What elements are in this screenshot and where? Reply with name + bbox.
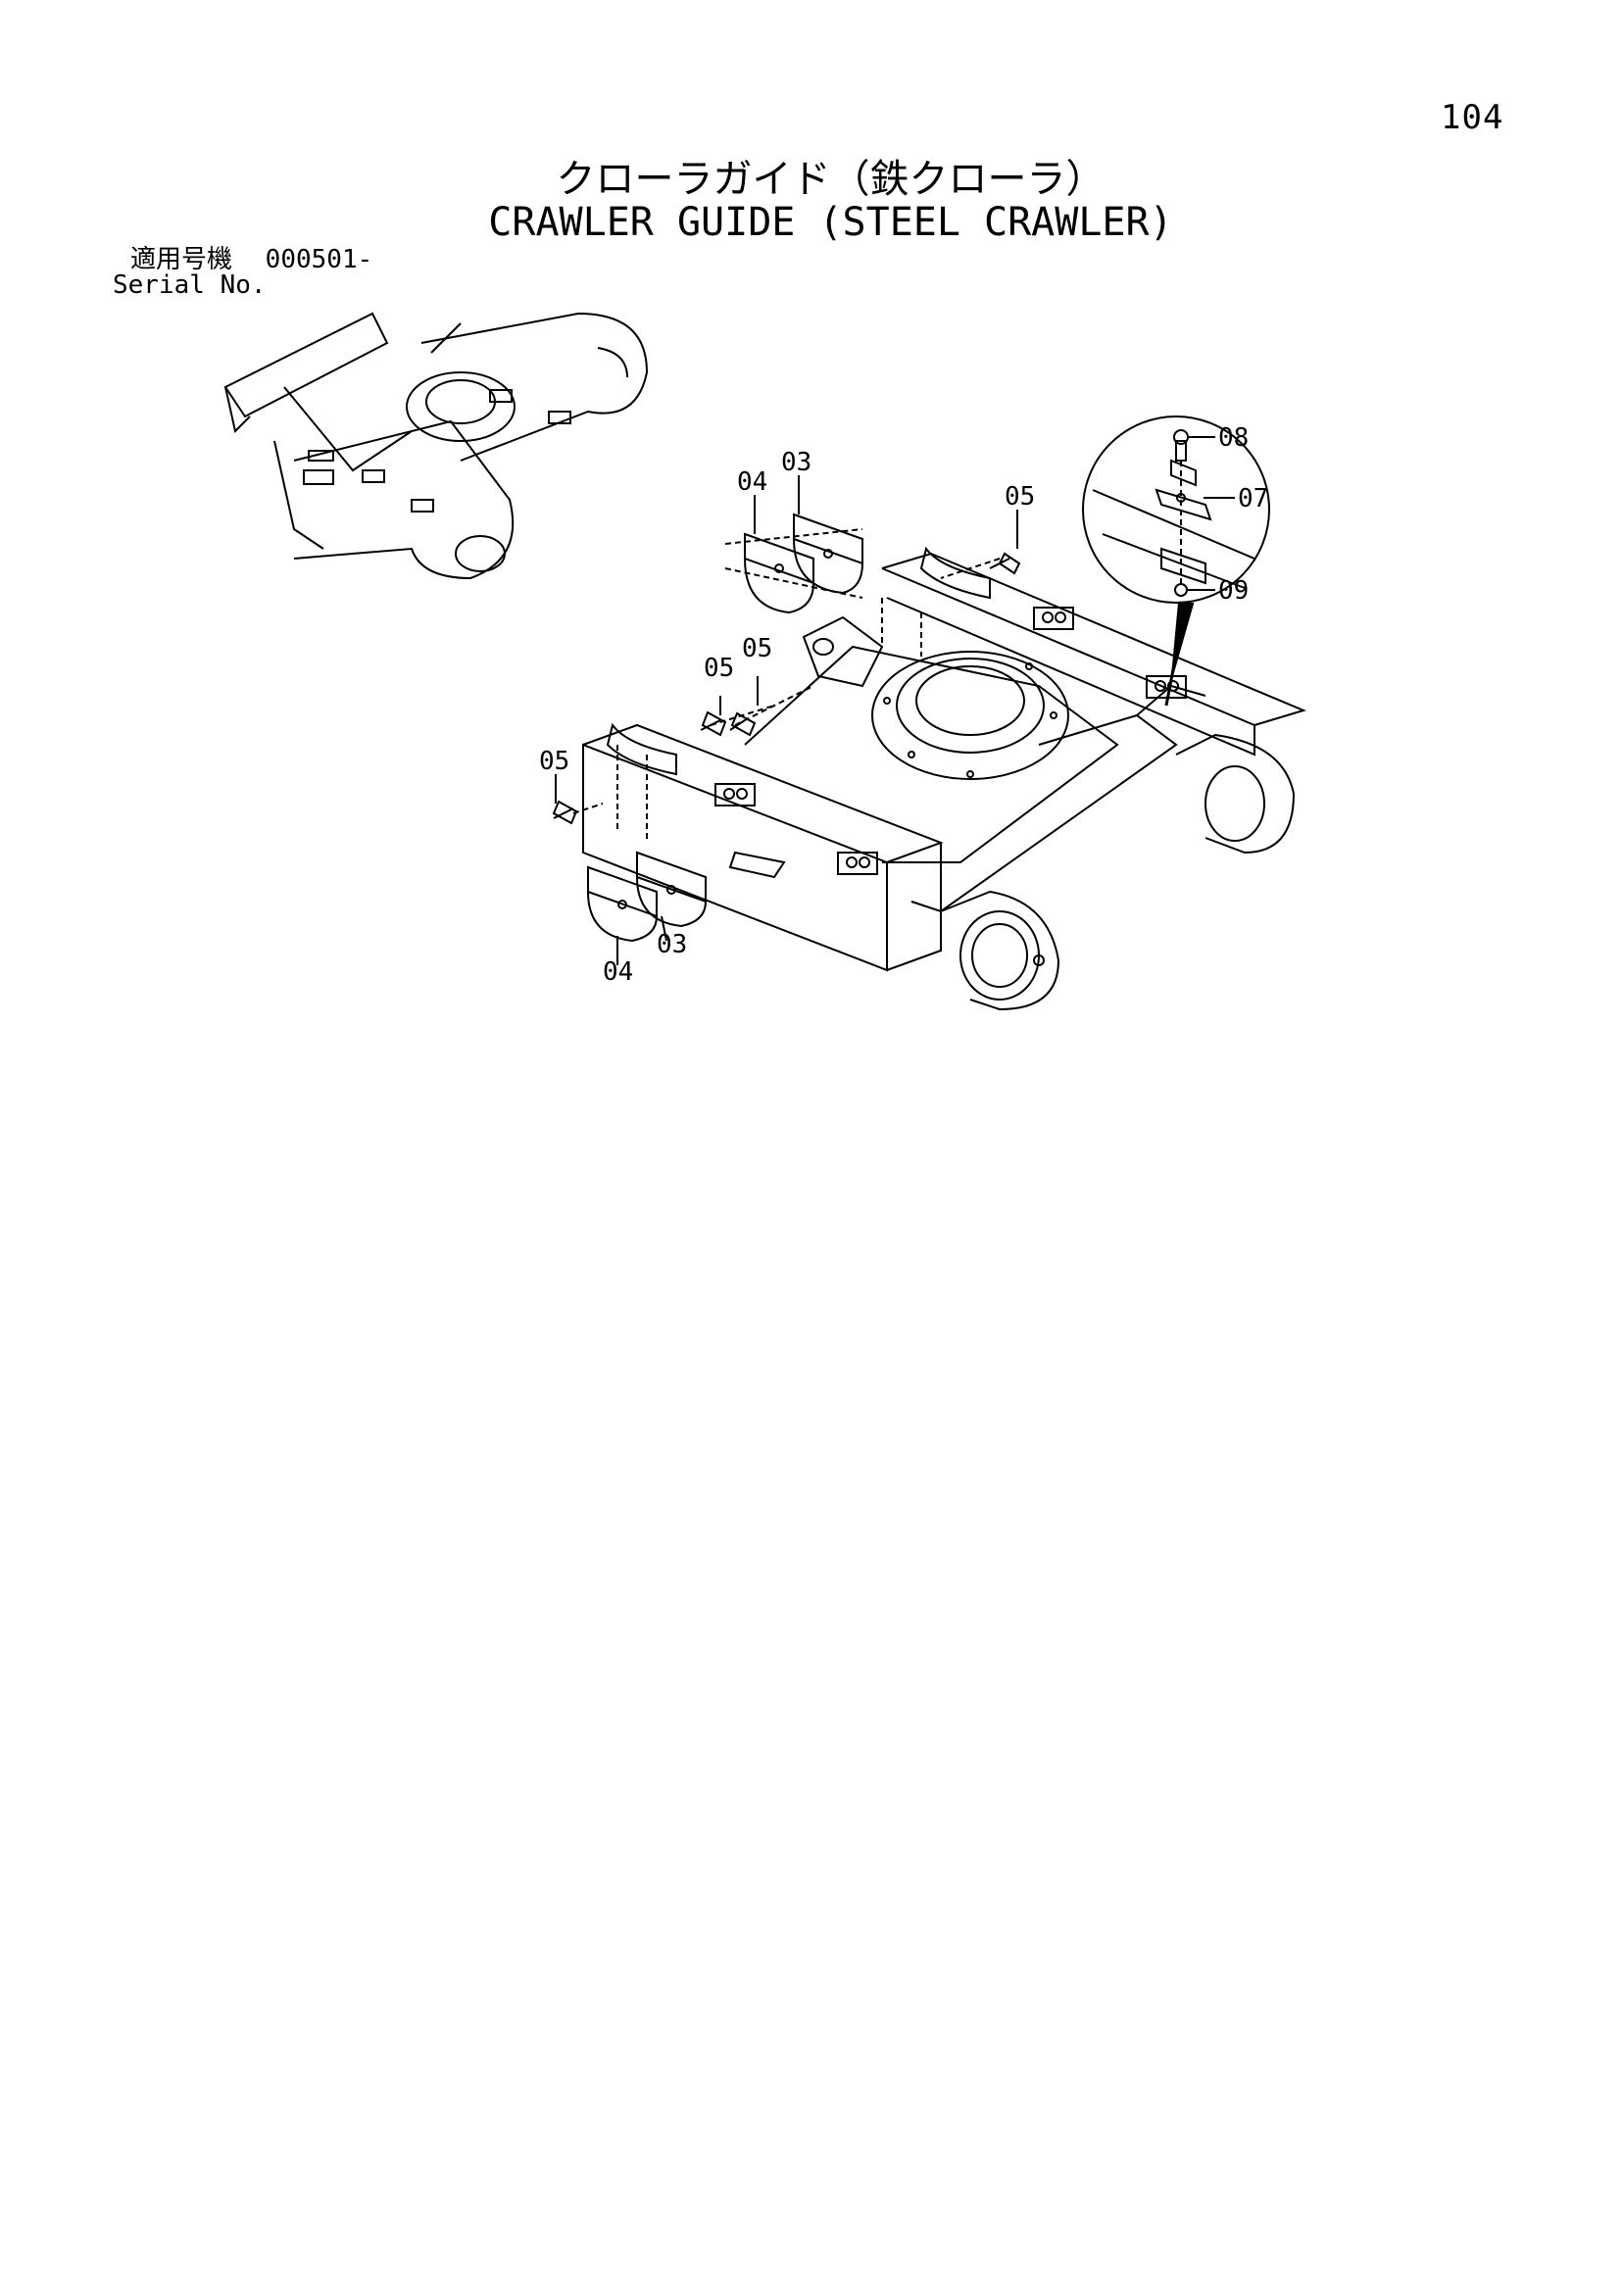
bolts-05 [552, 552, 1021, 825]
callout-05-front: 05 [539, 747, 569, 776]
callout-05-left: 05 [704, 654, 734, 683]
callout-04-lower: 04 [603, 957, 633, 987]
title-english: CRAWLER GUIDE (STEEL CRAWLER) [488, 200, 1173, 245]
page-number: 104 [1441, 98, 1504, 137]
track-frame-illustration [582, 552, 1306, 1011]
serial-block: 適用号機 000501- Serial No. [113, 247, 372, 298]
detail-view-illustration [1082, 415, 1270, 707]
callout-04-upper: 04 [737, 467, 767, 497]
serial-value: 000501- [265, 245, 373, 274]
callout-05-right: 05 [1005, 482, 1035, 512]
serial-label-jp: 適用号機 [130, 245, 233, 274]
callout-08: 08 [1218, 423, 1249, 453]
title-japanese: クローラガイド（鉄クローラ） [556, 157, 1106, 202]
callout-05-center: 05 [742, 634, 772, 663]
overview-machine-illustration [223, 312, 649, 580]
callout-03-lower: 03 [657, 930, 687, 959]
callout-07: 07 [1238, 484, 1268, 513]
callout-03-upper: 03 [781, 448, 811, 477]
callout-09: 09 [1218, 576, 1249, 606]
serial-label-en: Serial No. [113, 270, 267, 300]
guide-plates-upper-illustration [724, 513, 863, 614]
guide-plates-lower-illustration [587, 851, 707, 943]
crawler-guide-diagram: 03 04 05 05 05 05 03 04 08 07 09 [223, 312, 1306, 1011]
